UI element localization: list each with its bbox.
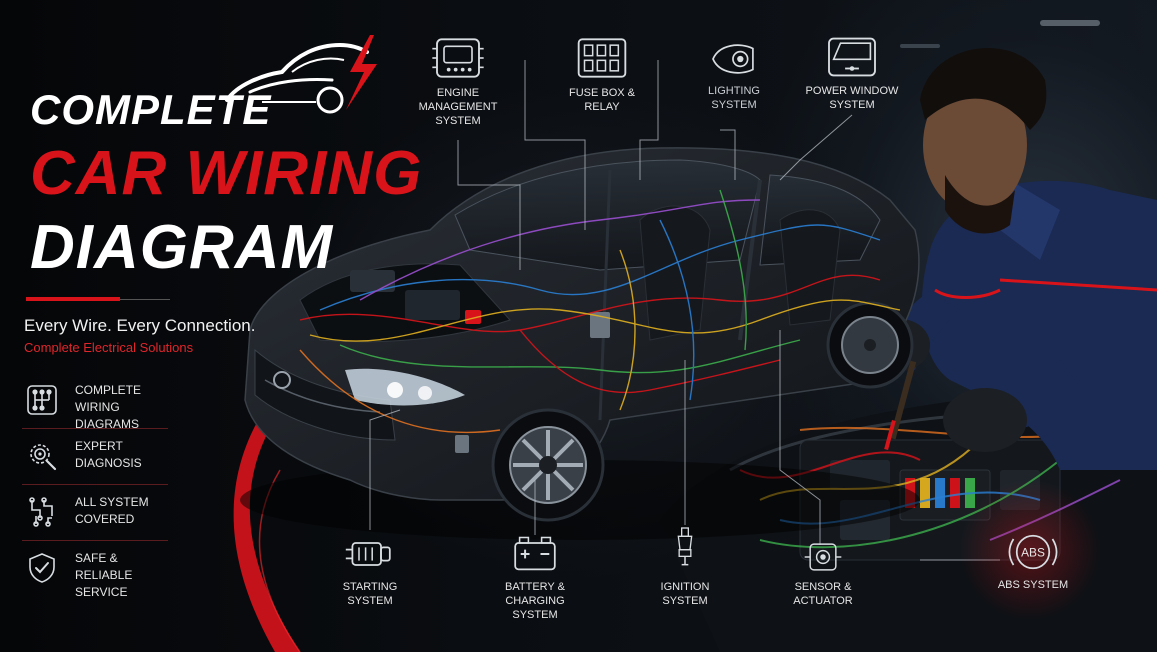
callout-battery-charging: BATTERY & CHARGING SYSTEM xyxy=(484,532,586,622)
circuit-icon xyxy=(29,497,53,527)
feature-label: EXPERT DIAGNOSIS xyxy=(75,439,142,470)
starter-motor-icon xyxy=(345,542,391,566)
spark-plug-icon xyxy=(677,527,693,566)
car-wireframe xyxy=(240,147,920,540)
headline-line-2: CAR WIRING xyxy=(30,139,423,208)
headline-accent-bar xyxy=(26,297,120,301)
callout-engine-management: ENGINE MANAGEMENT SYSTEM xyxy=(412,34,504,128)
feature-label: ALL SYSTEM COVERED xyxy=(75,495,149,526)
car-lightning-logo-icon xyxy=(225,35,377,114)
callout-starting-system: STARTING SYSTEM xyxy=(324,532,416,608)
power-window-icon xyxy=(828,37,876,77)
headline-accent-rule xyxy=(120,299,170,300)
callout-power-window: POWER WINDOW SYSTEM xyxy=(800,34,904,112)
callout-lighting: LIGHTING SYSTEM xyxy=(692,38,776,112)
feature-item-wiring-diagrams: COMPLETE WIRING DIAGRAMS xyxy=(22,378,168,431)
tagline: Every Wire. Every Connection. xyxy=(24,316,256,335)
feature-item-expert-diagnosis: EXPERT DIAGNOSIS xyxy=(22,434,168,485)
battery-icon xyxy=(514,536,556,571)
feature-item-safe-service: SAFE & RELIABLE SERVICE xyxy=(22,546,168,599)
ecu-icon xyxy=(432,38,484,78)
gear-shift-icon xyxy=(27,385,57,415)
feature-label: SAFE & RELIABLE SERVICE xyxy=(75,551,133,599)
subtagline: Complete Electrical Solutions xyxy=(24,340,194,355)
feature-item-all-systems: ALL SYSTEM COVERED xyxy=(22,490,168,541)
callout-ignition: IGNITION SYSTEM xyxy=(646,520,724,608)
gear-search-icon xyxy=(30,444,57,471)
shield-check-icon xyxy=(29,553,55,583)
headlight-icon xyxy=(712,44,754,74)
headline-line-1: COMPLETE xyxy=(30,86,272,133)
callout-fuse-box: FUSE BOX & RELAY xyxy=(552,34,652,114)
callout-sensor-actuator: SENSOR & ACTUATOR xyxy=(780,538,866,608)
fuse-box-icon xyxy=(577,38,627,78)
callout-abs-system: ABS ABS SYSTEM xyxy=(990,530,1076,592)
sensor-icon xyxy=(804,543,842,571)
wiring-harness xyxy=(299,189,901,434)
headline-line-3: DIAGRAM xyxy=(30,213,334,282)
abs-badge-text: ABS xyxy=(1021,545,1045,559)
feature-label: COMPLETE WIRING DIAGRAMS xyxy=(75,383,142,431)
abs-icon: ABS xyxy=(1008,534,1058,570)
